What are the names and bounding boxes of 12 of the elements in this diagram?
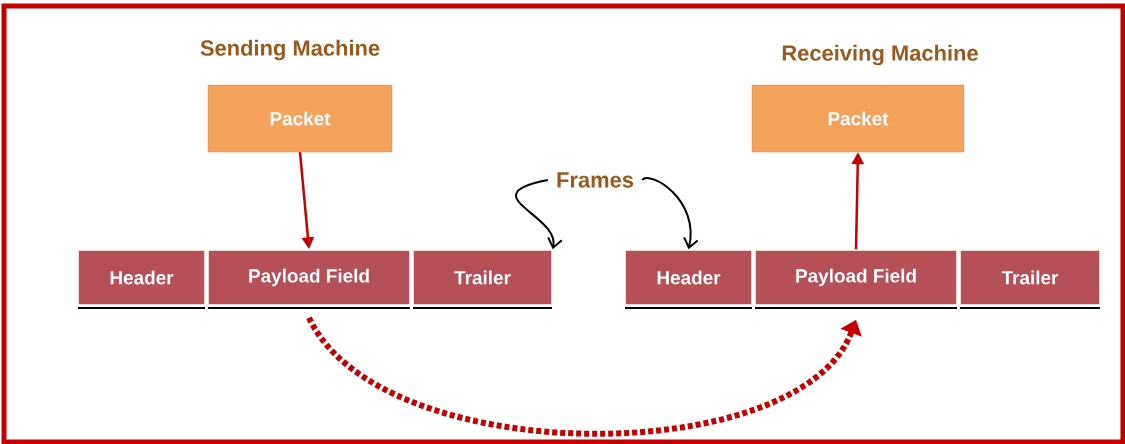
frames-label: Frames xyxy=(557,172,634,188)
frame-field-box: Payload Field xyxy=(207,249,411,306)
frame-field-box: Header xyxy=(624,249,753,306)
arrow xyxy=(641,177,699,250)
packet-box: Packet xyxy=(751,84,965,153)
arrow xyxy=(515,179,563,250)
packet-box: Packet xyxy=(207,84,393,153)
machine-heading: Sending Machine xyxy=(200,39,380,61)
frame-field-box: Header xyxy=(77,249,206,306)
frame-field-box: Trailer xyxy=(959,249,1101,306)
frame-field-box: Payload Field xyxy=(754,249,958,306)
frame-field-box: Trailer xyxy=(412,249,553,306)
